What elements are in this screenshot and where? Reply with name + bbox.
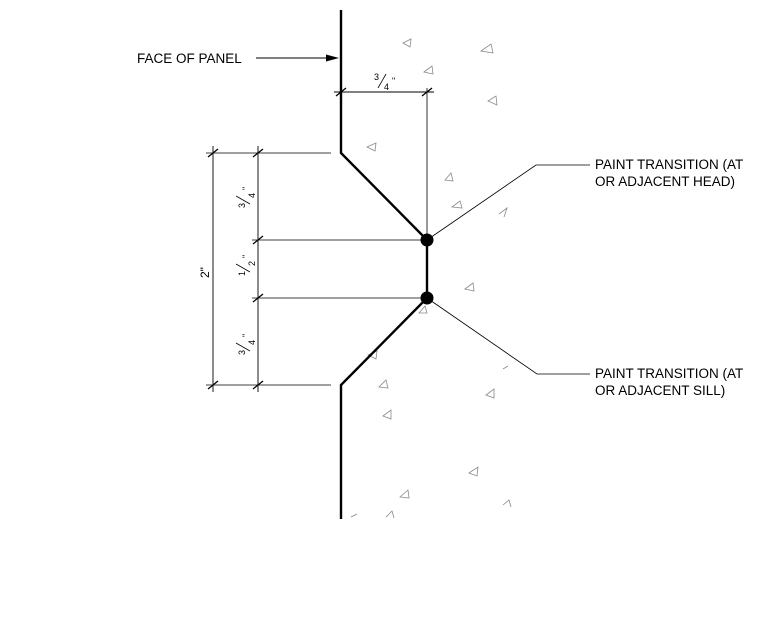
paint-transition-sill-note: PAINT TRANSITION (AT OR ADJACENT SILL) [595, 365, 743, 399]
depth-unit: " [392, 76, 395, 86]
svg-text:4: 4 [247, 340, 257, 345]
panel-profile [339, 10, 429, 519]
face-of-panel-leader [256, 54, 339, 62]
depth-num: 3 [374, 72, 379, 82]
vertical-dimensions [207, 146, 264, 392]
paint-head-leader [426, 164, 590, 241]
paint-head-line1: PAINT TRANSITION (AT [595, 157, 744, 172]
svg-text:4: 4 [247, 193, 257, 198]
depth-den: 4 [384, 82, 389, 92]
depth-dimension [334, 87, 434, 238]
svg-text:3: 3 [237, 350, 247, 355]
paint-sill-line1: PAINT TRANSITION (AT [595, 366, 744, 381]
svg-text:": " [241, 255, 251, 258]
paint-sill-line2: OR ADJACENT SILL) [595, 383, 726, 398]
lower-bevel-dimension-text: 3 4 " [235, 334, 257, 355]
flat-dimension-text: 1 2 " [235, 255, 257, 276]
paint-sill-leader [426, 297, 590, 375]
extension-lines [206, 152, 421, 386]
aggregate-pattern [350, 38, 512, 519]
svg-text:": " [241, 334, 251, 337]
overall-dimension-text: 2" [198, 267, 212, 278]
svg-text:3: 3 [237, 203, 247, 208]
depth-dimension-text: 3 4 " [374, 72, 395, 92]
face-of-panel-label: FACE OF PANEL [137, 51, 242, 66]
svg-text:1: 1 [237, 271, 247, 276]
upper-bevel-dimension-text: 3 4 " [235, 187, 257, 208]
paint-transition-head-note: PAINT TRANSITION (AT OR ADJACENT HEAD) [595, 156, 743, 190]
svg-text:": " [241, 187, 251, 190]
svg-text:2: 2 [247, 261, 257, 266]
paint-head-line2: OR ADJACENT HEAD) [595, 174, 736, 189]
